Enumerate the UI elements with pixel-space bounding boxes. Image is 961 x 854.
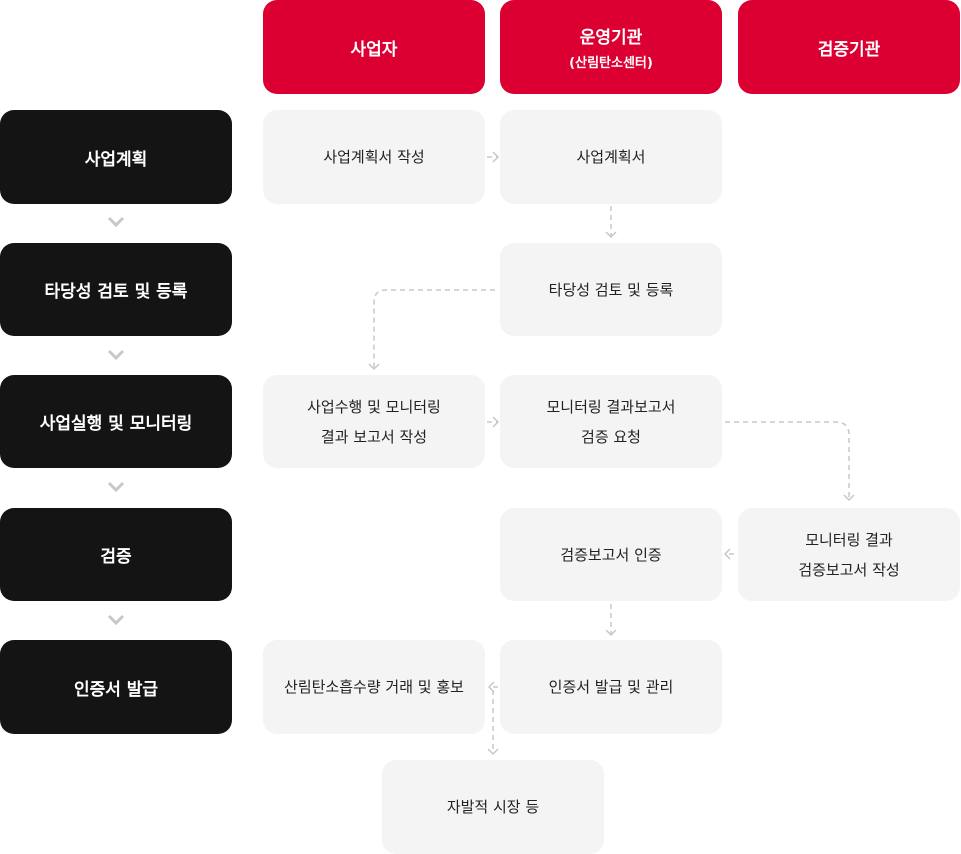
node-verify-request-line2: 검증 요청	[581, 427, 641, 446]
node-monitor-write-line1: 사업수행 및 모니터링	[307, 397, 441, 416]
node-plan-doc: 사업계획서	[500, 110, 722, 204]
arrowhead-left	[487, 681, 495, 693]
column-header-verifier-label: 검증기관	[817, 39, 881, 60]
node-cert-issue-label: 인증서 발급 및 관리	[548, 678, 674, 696]
stage-verification-label: 검증	[100, 547, 132, 567]
node-verify-request: 모니터링 결과보고서 검증 요청	[500, 375, 722, 468]
arrow-validation-to-monitor-write	[373, 289, 495, 368]
stage-plan: 사업계획	[0, 110, 232, 204]
node-verify-report-cert-label: 검증보고서 인증	[560, 545, 662, 564]
stage-monitoring-label: 사업실행 및 모니터링	[39, 414, 193, 434]
node-cert-issue: 인증서 발급 및 관리	[500, 640, 722, 734]
column-header-business-label: 사업자	[350, 39, 398, 60]
node-validation-label: 타당성 검토 및 등록	[548, 280, 674, 299]
arrow-verify-request-to-verify-write	[725, 421, 850, 499]
stage-validation-label: 타당성 검토 및 등록	[44, 282, 188, 302]
arrowhead-right	[492, 151, 500, 163]
node-trade-promo-label: 산림탄소흡수량 거래 및 홍보	[284, 678, 464, 696]
stage-certification-label: 인증서 발급	[73, 679, 159, 700]
node-verify-report-cert: 검증보고서 인증	[500, 508, 722, 601]
node-plan-doc-label: 사업계획서	[576, 148, 646, 166]
node-voluntary-market-label: 자발적 시장 등	[446, 798, 540, 816]
column-header-verifier: 검증기관	[738, 0, 960, 94]
column-header-business: 사업자	[263, 0, 485, 94]
node-plan-write: 사업계획서 작성	[263, 110, 485, 204]
node-verify-write: 모니터링 결과 검증보고서 작성	[738, 508, 960, 601]
chevron-down-icon	[107, 614, 125, 626]
arrowhead-down	[368, 363, 380, 371]
node-monitor-write-line2: 결과 보고서 작성	[320, 427, 428, 446]
arrowhead-down	[487, 748, 499, 756]
node-verify-request-line1: 모니터링 결과보고서	[546, 397, 676, 416]
arrowhead-down	[605, 629, 617, 637]
chevron-down-icon	[107, 349, 125, 361]
stage-plan-label: 사업계획	[84, 149, 148, 170]
arrowhead-down	[605, 231, 617, 239]
node-validation: 타당성 검토 및 등록	[500, 243, 722, 336]
chevron-down-icon	[107, 481, 125, 493]
column-header-operator: 운영기관 (산림탄소센터)	[500, 0, 722, 94]
stage-certification: 인증서 발급	[0, 640, 232, 734]
node-verify-write-line1: 모니터링 결과	[805, 530, 893, 549]
chevron-down-icon	[107, 216, 125, 228]
node-plan-write-label: 사업계획서 작성	[323, 148, 425, 166]
arrowhead-left	[723, 548, 731, 560]
stage-monitoring: 사업실행 및 모니터링	[0, 375, 232, 468]
stage-verification: 검증	[0, 508, 232, 601]
stage-validation: 타당성 검토 및 등록	[0, 243, 232, 336]
column-header-operator-sub: (산림탄소센터)	[569, 56, 653, 71]
node-verify-write-line2: 검증보고서 작성	[798, 560, 900, 579]
column-header-operator-label: 운영기관	[579, 28, 643, 48]
node-trade-promo: 산림탄소흡수량 거래 및 홍보	[263, 640, 485, 734]
node-monitor-write: 사업수행 및 모니터링 결과 보고서 작성	[263, 375, 485, 468]
arrowhead-right	[492, 416, 500, 428]
node-voluntary-market: 자발적 시장 등	[382, 760, 604, 854]
arrowhead-down	[843, 494, 855, 502]
